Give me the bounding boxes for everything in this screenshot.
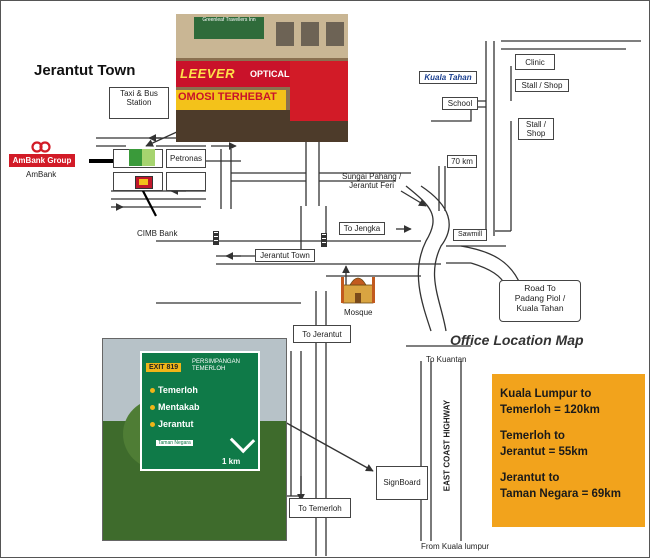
- green-block-1: [129, 149, 142, 166]
- ambank-group-logo: AmBank Group: [9, 154, 75, 167]
- window-3: [326, 22, 344, 46]
- taman-negara-tag: Taman Negara: [156, 440, 193, 446]
- leever-text: LEEVER: [180, 66, 236, 81]
- distance-info-box: Kuala Lumpur to Temerloh = 120km Temerlo…: [492, 374, 645, 527]
- info-line-2: Temerloh to Jerantut = 55km: [500, 430, 588, 458]
- stall-shop-label: Stall / Shop: [515, 79, 569, 93]
- map-title: Jerantut Town: [34, 62, 136, 79]
- traffic-light-icon: [213, 231, 219, 245]
- to-jerantut-label: To Jerantut: [293, 325, 351, 343]
- info-line-1: Kuala Lumpur to Temerloh = 120km: [500, 388, 600, 416]
- cimb-label: CIMB Bank: [137, 229, 178, 238]
- omosi-text: OMOSI TERHEBAT: [178, 91, 277, 103]
- clinic-label: Clinic: [515, 54, 555, 70]
- sign-destination-3: Jerantut: [150, 419, 194, 429]
- ambank-label: AmBank: [26, 170, 57, 179]
- jerantut-town-label: Jerantut Town: [255, 249, 315, 263]
- from-kuala-lumpur-label: From Kuala lumpur: [421, 542, 490, 551]
- school-label: School: [442, 97, 478, 111]
- sign-distance: 1 km: [222, 457, 241, 466]
- exit-number: EXIT 819: [146, 363, 182, 372]
- taxi-bus-station-label: Taxi & Bus Station: [109, 87, 169, 119]
- window-2: [301, 22, 319, 46]
- shopfront-photo: Greenleaf Travellers Inn LEEVER OPTICAL …: [176, 14, 348, 142]
- persimpangan-text: PERSIMPANGAN TEMERLOH: [192, 359, 240, 372]
- mosque-icon: [341, 277, 375, 304]
- ambank-sign: [290, 61, 348, 121]
- optical-text: OPTICAL: [250, 69, 290, 79]
- road-sign-photo: EXIT 819 PERSIMPANGAN TEMERLOH Temerloh …: [102, 338, 287, 541]
- mosque-label: Mosque: [344, 308, 373, 317]
- highway-sign: EXIT 819 PERSIMPANGAN TEMERLOH Temerloh …: [140, 351, 260, 471]
- petronas-label: Petronas: [170, 154, 203, 163]
- block-d: [166, 172, 206, 191]
- stall-shop-label: Stall / Shop: [518, 118, 554, 141]
- road-to-padang-piol-label: Road To Padang Piol / Kuala Tahan: [499, 280, 581, 322]
- ambank-logo-icon: [31, 141, 51, 153]
- promo-banner: [176, 90, 286, 110]
- cimb-bank-icon: [135, 176, 153, 189]
- kuala-tahan-label: Kuala Tahan: [419, 71, 477, 85]
- green-block-2: [142, 149, 155, 166]
- distance-70km-label: 70 km: [447, 155, 477, 169]
- to-jengka-label: To Jengka: [339, 222, 385, 236]
- east-coast-highway-label: EAST COAST HIGHWAY: [442, 399, 452, 492]
- petronas-block: [166, 149, 206, 168]
- window-1: [276, 22, 294, 46]
- signboard-label: SignBoard: [376, 466, 428, 500]
- sign-destination-2: Mentakab: [150, 402, 200, 412]
- map-subtitle: Office Location Map: [450, 332, 584, 348]
- to-kuantan-label: To Kuantan: [426, 355, 467, 364]
- to-temerloh-label: To Temerloh: [289, 498, 351, 518]
- info-line-3: Jerantut to Taman Negara = 69km: [500, 472, 621, 500]
- sawmill-label: Sawmill: [453, 229, 487, 242]
- turn-arrow-icon: [229, 427, 256, 454]
- hotel-sign: Greenleaf Travellers Inn: [194, 17, 264, 39]
- sungai-pahang-label: Sungai Pahang / Jerantut Feri: [342, 172, 402, 191]
- traffic-light-icon: [321, 233, 327, 247]
- sign-destination-1: Temerloh: [150, 385, 198, 395]
